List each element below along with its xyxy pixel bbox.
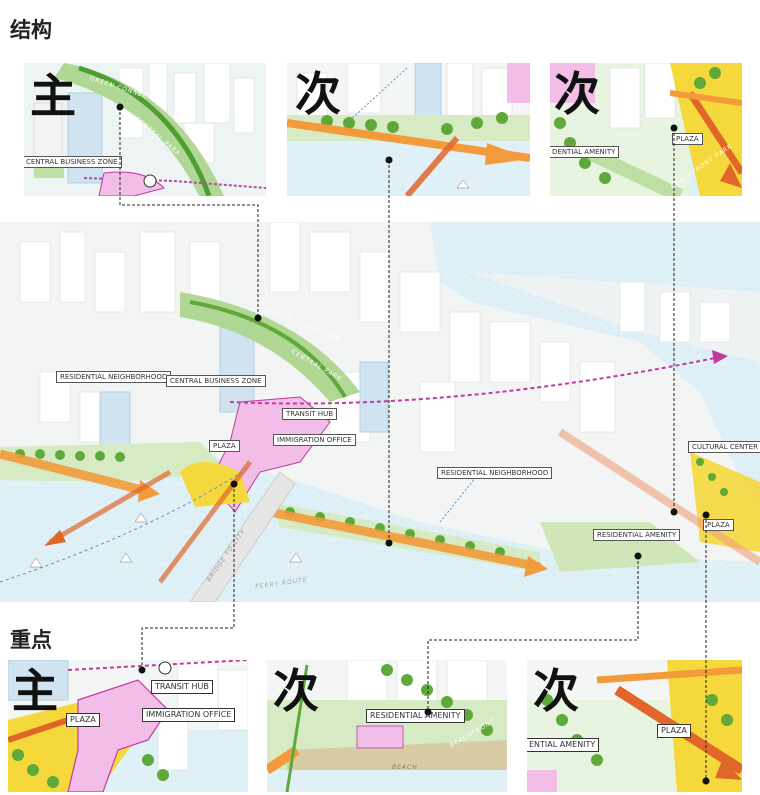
top-panel-secondary-a-char: 次: [295, 71, 341, 117]
map-label-residential-left: RESIDENTIAL NEIGHBORHOOD: [56, 371, 171, 383]
map-label-cultural-center: CULTURAL CENTER: [688, 441, 760, 453]
map-label-immigration: IMMIGRATION OFFICE: [273, 434, 356, 446]
bottom-panel-secondary-a-label-amenity: RESIDENTIAL AMENITY: [366, 709, 465, 723]
map-label-plaza-left: PLAZA: [209, 440, 240, 452]
focus-heading: 重点: [10, 624, 52, 654]
top-panel-main: 主 CENTRAL BUSINESS ZONE GREEN CONNECTION…: [24, 63, 266, 196]
bottom-panel-secondary-a-beach: BEACH: [392, 764, 418, 771]
bottom-panel-main: 主 TRANSIT HUB PLAZA IMMIGRATION OFFICE: [8, 660, 248, 792]
bottom-panel-secondary-b: 次 PLAZA ENTIAL AMENITY: [527, 660, 742, 792]
map-label-transit-hub: TRANSIT HUB: [282, 408, 337, 420]
bottom-panel-secondary-a: 次 RESIDENTIAL AMENITY BEACH BEACHFRONT: [267, 660, 507, 792]
top-panel-main-char: 主: [30, 73, 76, 119]
top-panel-main-label-cbz: CENTRAL BUSINESS ZONE: [24, 156, 122, 168]
map-label-residential-amenity: RESIDENTIAL AMENITY: [593, 529, 680, 541]
top-panel-secondary-a: 次: [287, 63, 530, 196]
top-panel-secondary-b-label-amenity: DENTIAL AMENITY: [550, 146, 619, 158]
map-label-plaza-right: PLAZA: [703, 519, 734, 531]
main-map: RESIDENTIAL NEIGHBORHOOD CENTRAL BUSINES…: [0, 222, 760, 602]
bottom-panel-secondary-a-char: 次: [273, 668, 319, 714]
bottom-panel-main-label-immigration: IMMIGRATION OFFICE: [142, 708, 235, 722]
map-label-cbz: CENTRAL BUSINESS ZONE: [166, 375, 266, 387]
bottom-panel-secondary-b-label-plaza: PLAZA: [657, 724, 691, 738]
bottom-panel-main-label-plaza: PLAZA: [66, 713, 100, 727]
bottom-panel-main-label-transit: TRANSIT HUB: [151, 680, 213, 694]
map-label-residential-mid: RESIDENTIAL NEIGHBORHOOD: [437, 467, 552, 479]
structure-heading: 结构: [10, 14, 52, 44]
bottom-panel-main-char: 主: [12, 668, 58, 714]
top-panel-secondary-b-label-plaza: PLAZA: [672, 133, 703, 145]
top-panel-secondary-b: 次 PLAZA DENTIAL AMENITY BEACHFRONT PARK: [550, 63, 742, 196]
top-panel-secondary-b-char: 次: [554, 71, 600, 117]
bottom-panel-secondary-b-label-amenity: ENTIAL AMENITY: [527, 738, 599, 752]
bottom-panel-secondary-b-char: 次: [533, 668, 579, 714]
main-map-illustration: [0, 222, 760, 602]
